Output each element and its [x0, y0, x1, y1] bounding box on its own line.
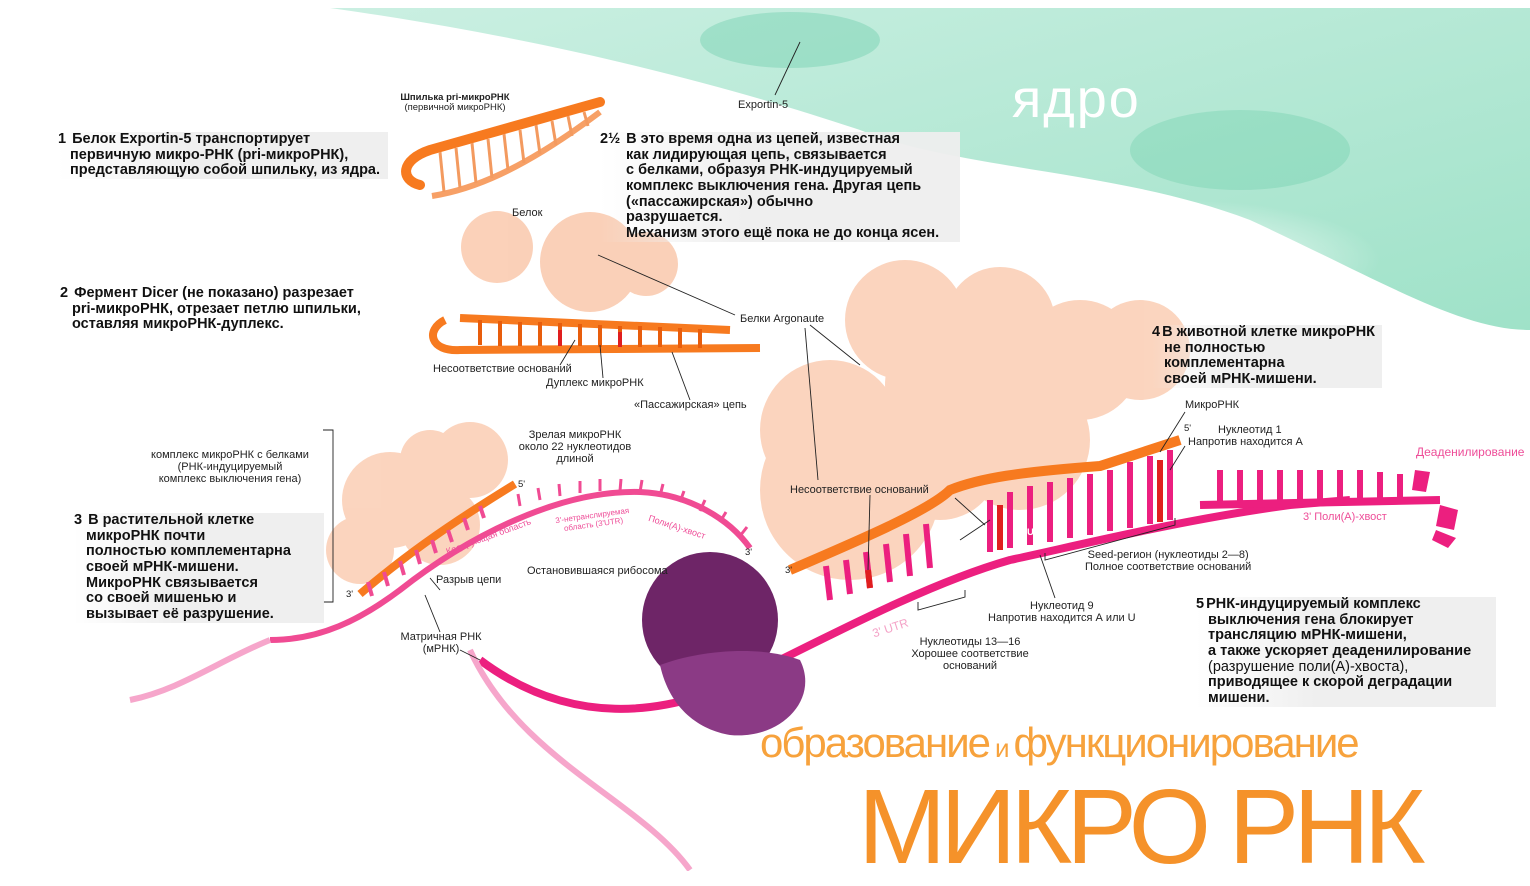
label-mismatch-duplex: Несоответствие оснований: [433, 364, 572, 376]
step-text: В животной клетке микроРНК: [1162, 324, 1375, 340]
step-text: своей мРНК-мишени.: [74, 560, 324, 576]
label-mrna: Матричная РНК (мРНК): [396, 632, 486, 656]
label-argonaute: Белки Argonaute: [740, 314, 824, 326]
title-word: образование: [760, 719, 989, 766]
label-mismatch-animal: Несоответствие оснований: [790, 485, 929, 497]
label-mature-mirna: Зрелая микроРНК около 22 нуклеотидов дли…: [510, 430, 640, 466]
step-text: В это время одна из цепей, известная: [626, 131, 900, 147]
step-number: 5: [1196, 596, 1204, 612]
step-text: представляющую собой шпильку, из ядра.: [58, 163, 388, 179]
step-text: Белок Exportin-5 транспортирует: [72, 131, 310, 147]
step-text: не полностью комплементарна: [1152, 341, 1382, 372]
label-five-prime-plant: 5': [518, 480, 525, 490]
label-nucleotide-9: Нуклеотид 9 Напротив находится А или U: [988, 601, 1136, 625]
label-passenger: «Пассажирская» цепь: [634, 400, 747, 412]
step-1: 1 Белок Exportin-5 транспортирует первичн…: [58, 132, 388, 179]
step-text: как лидирующая цепь, связывается: [600, 148, 960, 164]
label-polya-tail: 3' Поли(А)-хвост: [1303, 512, 1387, 524]
mirna-duplex: [433, 318, 760, 350]
label-base-u: U: [1027, 528, 1034, 538]
nucleus-label: ядро: [1012, 70, 1141, 128]
step-text: (разрушение поли(А)-хвоста),: [1196, 660, 1496, 676]
nucleus-shadow: [700, 12, 880, 68]
step-text: («пассажирская») обычно: [600, 195, 960, 211]
step-text: pri-микроРНК, отрезает петлю шпильки,: [60, 302, 390, 318]
step-text: РНК-индуцируемый комплекс: [1206, 596, 1421, 612]
step-2: 2 Фермент Dicer (не показано) разрезает p…: [60, 286, 390, 333]
step-text: МикроРНК связывается: [74, 576, 324, 592]
step-text: В растительной клетке: [88, 512, 254, 528]
step-text: комплекс выключения гена. Другая цепь: [600, 179, 960, 195]
label-pri-hairpin: Шпилька pri-микроРНК (первичной микроРНК…: [380, 93, 530, 114]
step-number: 4: [1152, 324, 1160, 340]
step-text: а также ускоряет деаденилирование: [1196, 644, 1496, 660]
label-seed-region: Seed-регион (нуклеотиды 2—8) Полное соот…: [1085, 550, 1251, 574]
label-three-prime-plant: 3': [346, 590, 353, 600]
step-text: оставляя микроРНК-дуплекс.: [60, 317, 390, 333]
label-risc-complex: комплекс микроРНК с белками (РНК-индуцир…: [140, 450, 320, 486]
step-text: выключения гена блокирует: [1196, 613, 1496, 629]
step-number: 2½: [600, 131, 620, 147]
label-nucleotide-1: Нуклеотид 1 Напротив находится А: [1188, 425, 1303, 449]
label-nucleotides-13-16: Нуклеотиды 13—16 Хорошее соответствие ос…: [900, 637, 1040, 673]
step-number: 2: [60, 285, 68, 301]
label-base-a: A: [1180, 487, 1187, 497]
step-number: 1: [58, 131, 66, 147]
title-line-2: МИКРО РНК: [858, 770, 1420, 884]
step-text: полностью комплементарна: [74, 544, 324, 560]
pri-mirna-hairpin: [406, 102, 600, 196]
step-text: разрушается.: [600, 210, 960, 226]
step-text: с белками, образуя РНК-индуцируемый: [600, 163, 960, 179]
step-text: Механизм этого ещё пока не до конца ясен…: [600, 226, 960, 242]
step-number: 3: [74, 512, 82, 528]
label-deadenylation: Деаденилирование: [1416, 446, 1524, 459]
nucleus-shadow: [1130, 110, 1350, 190]
label-stalled-ribosome: Остановившаяся рибосома: [527, 566, 668, 578]
step-text: первичную микро-РНК (pri-микроРНК),: [58, 148, 388, 164]
title-word: функционирование: [1014, 719, 1358, 766]
step-3: 3 В растительной клетке микроРНК почти по…: [74, 513, 324, 623]
label-three-prime-animal: 3': [785, 566, 792, 576]
label-protein: Белок: [512, 208, 542, 220]
label-exportin: Exportin-5: [738, 100, 788, 112]
step-text: вызывает её разрушение.: [74, 607, 324, 623]
label-cleavage: Разрыв цепи: [436, 575, 501, 587]
step-text: Фермент Dicer (не показано) разрезает: [74, 285, 354, 301]
label-duplex: Дуплекс микроРНК: [546, 378, 644, 390]
step-text: микроРНК почти: [74, 529, 324, 545]
label-mirna: МикроРНК: [1185, 400, 1239, 412]
title-and: и: [995, 733, 1008, 763]
step-text: своей мРНК-мишени.: [1152, 372, 1382, 388]
step-2-half: 2½ В это время одна из цепей, известная к…: [600, 132, 960, 242]
step-text: трансляцию мРНК-мишени,: [1196, 628, 1496, 644]
step-text: мишени.: [1196, 691, 1496, 707]
label-three-prime-mrna: 3': [745, 548, 752, 558]
step-text: со своей мишенью и: [74, 591, 324, 607]
step-text: приводящее к скорой деградации: [1196, 675, 1496, 691]
